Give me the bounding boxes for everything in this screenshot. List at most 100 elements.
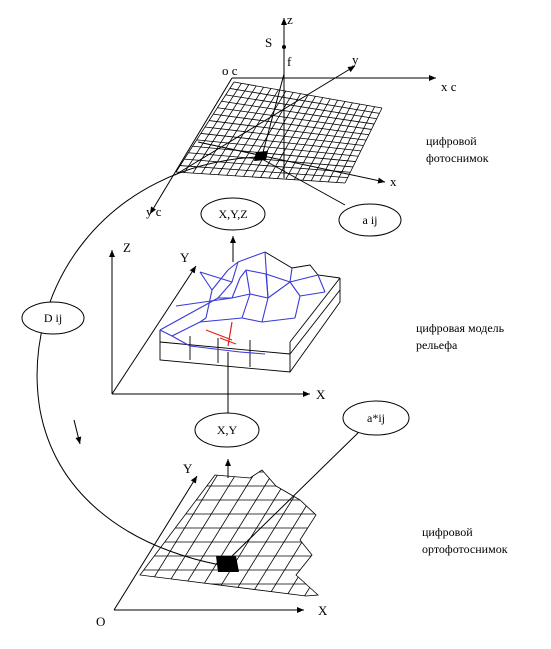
dem-caption-line2: рельефа [416,338,458,352]
photo-axis-x: x [390,174,397,189]
ortho-grid-line [140,470,174,596]
dem-mesh-edge [241,317,263,323]
photo-grid-line [213,113,369,136]
photo-grid [175,81,383,184]
dem-mesh-edge [239,269,247,279]
dem-mesh-edge [231,277,241,299]
connectors [36,156,361,566]
label-dij: D ij [21,301,85,335]
ortho-pixel [216,556,239,572]
photo-axis-y: y [352,52,359,67]
dem-mesh-edge [199,317,243,323]
photo-grid-line [200,133,361,152]
dem-mesh-edge [199,271,213,291]
ortho-axes [113,475,304,613]
photo-axis-oc: o c [222,63,238,78]
ortho-grid-line [301,470,318,596]
projection-center-s [282,45,286,49]
dem-mesh-edge [175,297,233,307]
dem-mesh-edge [294,295,301,319]
ortho-grid-line [320,460,407,600]
dem-axis-y: Y [180,250,190,265]
dem-mesh-edge [245,269,267,275]
dem-vector-line [227,321,233,347]
photo-grid-line [184,158,351,173]
ortho-grid-line [247,470,318,596]
dem-block [159,251,341,373]
ortho-caption-line2: ортофотоснимок [422,542,508,556]
ortho-grid-line [140,470,210,596]
ortho-outline [139,469,319,597]
photo-grid-line [196,139,359,157]
dem-mesh-edge [231,261,239,283]
ortho-grid-line [50,460,137,600]
photo-caption-line2: фотоснимок [426,151,489,165]
ortho-axis-o: O [96,614,105,629]
ortho-grid-line [283,470,318,596]
label-aij: a ij [338,203,402,237]
svg-text:X,Y: X,Y [217,423,238,437]
photo-grid-line [217,107,372,130]
label-a-star-ij: a*ij [342,400,410,436]
label-xyz: X,Y,Z [200,197,266,231]
photo-grid-line [188,152,353,168]
label-xy: X,Y [194,412,260,448]
ortho-grid-line [140,470,192,596]
photo-axis-z: z [287,12,293,27]
ortho-grid [32,460,407,600]
dem-mesh-edge [239,351,266,355]
photo-axis-xc: x c [441,79,457,94]
dem-mesh-edge [159,297,219,331]
dem-mesh-edge [264,251,269,299]
dem-mesh-edge [189,345,241,353]
svg-text:X,Y,Z: X,Y,Z [218,207,247,221]
dem-mesh-edge [217,281,233,299]
dem-mesh-edge [241,293,251,319]
dem-mesh-edge [245,269,251,295]
dem-mesh-edge [199,271,233,283]
dem-axis-x: X [316,387,326,402]
dem-mesh-edge [289,267,293,283]
svg-text:D ij: D ij [44,311,62,325]
photo-grid-line [175,171,346,184]
dem-mesh-edge [159,329,173,337]
photo-axis-yc: y c [146,204,162,219]
photo-grid-line [180,165,348,179]
dem-mesh-edge [199,317,207,323]
ortho-grid-line [157,470,246,596]
svg-text:a*ij: a*ij [367,411,385,425]
dem-mesh-edge [237,251,266,263]
ortho-grid-cells [32,460,407,600]
ortho-caption-line1: цифровой [422,525,473,539]
photo-axis-s: S [265,35,272,50]
photo-grid-line [209,120,367,141]
ortho-axis-x: X [318,603,328,618]
dem-mesh-edge [289,274,319,283]
arrow-dij-down [73,419,82,445]
dem-mesh-edge [231,293,251,299]
curve-photo-to-ortho [36,156,259,566]
dem-mesh-edge [171,335,191,347]
ortho-grid-line [140,470,156,596]
dem-mesh-edge [317,274,326,293]
dem-axes [109,250,310,397]
dem-caption-line1: цифровая модель [416,321,505,335]
photo-grid-line [229,88,380,114]
photo-caption-line1: цифровой [426,134,477,148]
dem-vector-line [205,329,233,341]
ortho-axis-y: Y [183,461,193,476]
dem-mesh-edge [265,273,291,283]
ortho-grid-line [211,470,300,596]
dem-mesh-edge [171,321,201,337]
dem-mesh [159,251,326,355]
dem-axis-z: Z [123,240,131,255]
photo-grid-line [192,145,356,162]
photo-axis-f: f [287,54,292,69]
dem-mesh-edge [267,281,291,299]
dem-mesh-edge [211,269,229,291]
dem-vector [205,321,237,347]
photo-axes [149,18,436,215]
ortho-grid-line [32,460,119,600]
ortho-grid-line [229,470,318,596]
photo-grid-line [221,100,375,125]
